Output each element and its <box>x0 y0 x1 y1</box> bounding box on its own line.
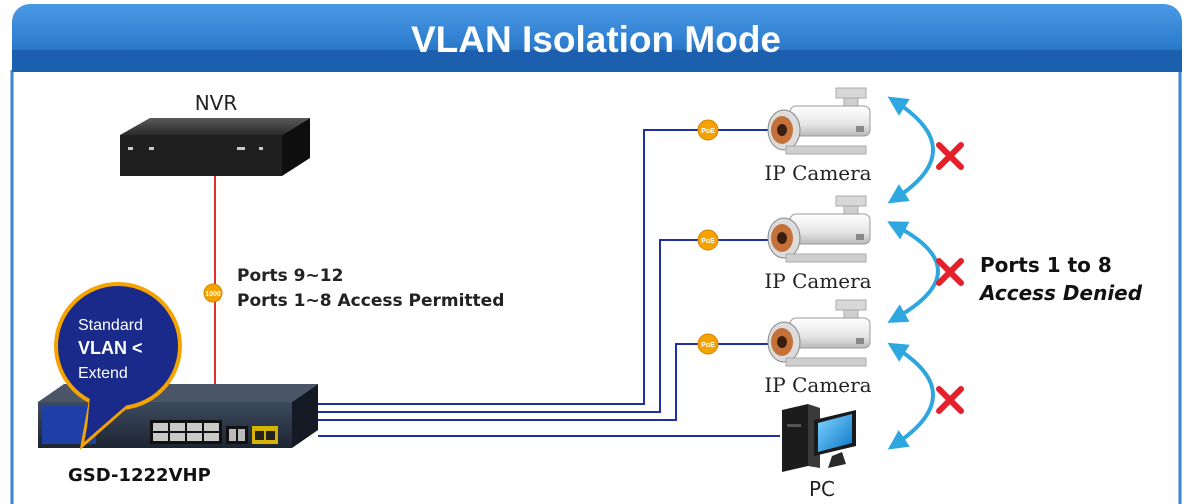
deny-cross-1 <box>936 142 964 170</box>
uplink-ports-line1: Ports 9~12 <box>237 266 343 286</box>
camera-2-label: IP Camera <box>764 269 871 293</box>
pc-label: PC <box>809 477 835 501</box>
ip-camera-1 <box>767 87 871 155</box>
denied-line2: Access Denied <box>978 281 1143 305</box>
svg-text:PoE: PoE <box>701 238 715 245</box>
deny-cross-2 <box>936 258 964 286</box>
diagram-frame <box>10 70 1182 504</box>
ip-camera-2 <box>767 195 871 263</box>
bubble-line2: VLAN < <box>78 338 143 358</box>
access-cables <box>318 129 780 437</box>
diagram-title: VLAN Isolation Mode <box>411 19 781 60</box>
poe-badge-1: PoE <box>697 119 719 141</box>
vlan-mode-bubble: Standard VLAN < Extend <box>54 282 182 450</box>
poe-badge-3: PoE <box>697 333 719 355</box>
nvr-label: NVR <box>195 91 238 115</box>
isolation-arrows <box>887 96 940 450</box>
title-banner: VLAN Isolation Mode <box>12 4 1182 72</box>
uplink-ports-line2: Ports 1~8 Access Permitted <box>237 291 504 311</box>
svg-text:PoE: PoE <box>701 342 715 349</box>
switch-model-label: GSD-1222VHP <box>68 465 211 486</box>
ip-camera-3 <box>767 299 871 367</box>
denied-line1: Ports 1 to 8 <box>980 253 1112 277</box>
pc-device <box>782 404 856 472</box>
deny-cross-3 <box>936 386 964 414</box>
nvr-device: NVR <box>120 91 310 176</box>
uplink-badge: 1000 <box>203 283 223 303</box>
camera-3-label: IP Camera <box>764 373 871 397</box>
camera-1-label: IP Camera <box>764 161 871 185</box>
bubble-line1: Standard <box>78 317 143 334</box>
bubble-line3: Extend <box>78 365 128 382</box>
poe-badge-2: PoE <box>697 229 719 251</box>
svg-text:1000: 1000 <box>205 291 221 298</box>
svg-text:PoE: PoE <box>701 128 715 135</box>
